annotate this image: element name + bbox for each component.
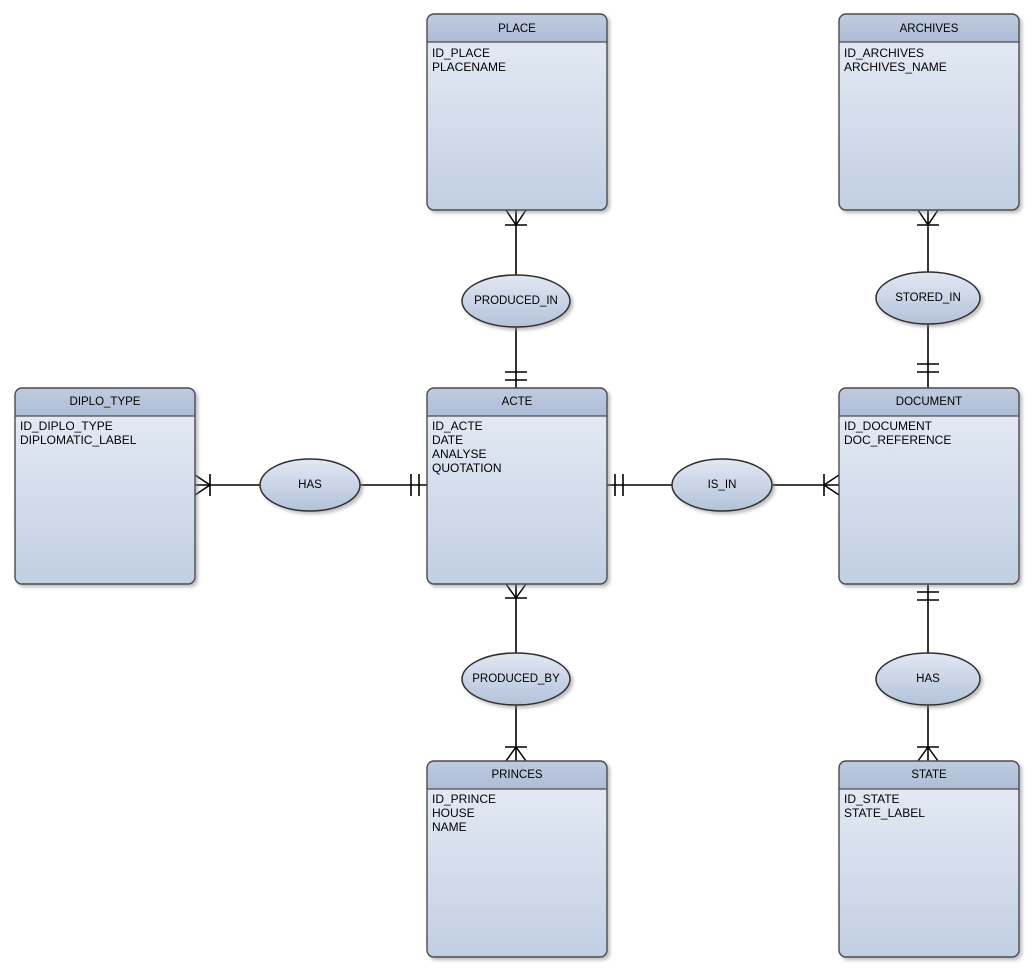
entity-attribute: HOUSE [432,806,475,820]
entity-title-document: DOCUMENT [896,396,962,408]
entity-attribute: ID_PRINCE [432,792,496,806]
relationship-label-produced-in: PRODUCED_IN [474,295,558,307]
entity-attribute: ID_ARCHIVES [844,46,924,60]
relationship-label-has-diplo-type: HAS [298,479,322,491]
entity-title-place: PLACE [498,23,536,35]
entity-attribute: DOC_REFERENCE [844,433,951,447]
entity-attribute: PLACENAME [432,60,506,74]
relationship-produced-by[interactable] [461,652,571,706]
entity-attribute: ANALYSE [432,447,486,461]
entity-attribute: ID_DIPLO_TYPE [20,419,113,433]
connector-archives-document [917,209,939,388]
connector-diplotype-acte [194,474,427,496]
relationship-has-state[interactable] [875,652,981,706]
entity-attribute: STATE_LABEL [844,806,925,820]
entity-archives[interactable] [838,13,1020,211]
entity-title-acte: ACTE [502,396,533,408]
entity-acte[interactable] [426,387,608,585]
entity-title-princes: PRINCES [491,769,542,781]
relationship-stored-in[interactable] [875,271,981,325]
relationship-has-diplo-type[interactable] [259,458,361,512]
entity-attribute: ARCHIVES_NAME [844,60,947,74]
connector-place-acte [505,209,527,388]
relationship-label-is-in: IS_IN [708,479,737,491]
entity-princes[interactable] [426,760,608,958]
entity-attribute: ID_PLACE [432,46,490,60]
relationship-label-produced-by: PRODUCED_BY [472,673,560,685]
entity-attribute: NAME [432,820,467,834]
entity-attribute: QUOTATION [432,461,502,475]
entity-attribute: ID_DOCUMENT [844,419,933,433]
entity-title-diplo-type: DIPLO_TYPE [70,396,141,408]
connector-document-state [917,584,939,762]
entity-diplo-type[interactable] [14,387,196,585]
connector-acte-princes [505,583,527,762]
relationship-label-has-state: HAS [916,673,940,685]
entity-attribute: ID_ACTE [432,419,483,433]
relationship-is-in[interactable] [671,458,773,512]
entity-attribute: DATE [432,433,463,447]
entity-title-state: STATE [911,769,947,781]
relationship-produced-in[interactable] [461,274,571,328]
entity-place[interactable] [426,13,608,211]
entity-title-archives: ARCHIVES [900,23,959,35]
relationship-label-stored-in: STORED_IN [895,292,961,304]
entity-state[interactable] [838,760,1020,958]
entity-attribute: ID_STATE [844,792,900,806]
connector-acte-document [607,474,840,496]
entity-attribute: DIPLOMATIC_LABEL [20,433,137,447]
entity-document[interactable] [838,387,1020,585]
